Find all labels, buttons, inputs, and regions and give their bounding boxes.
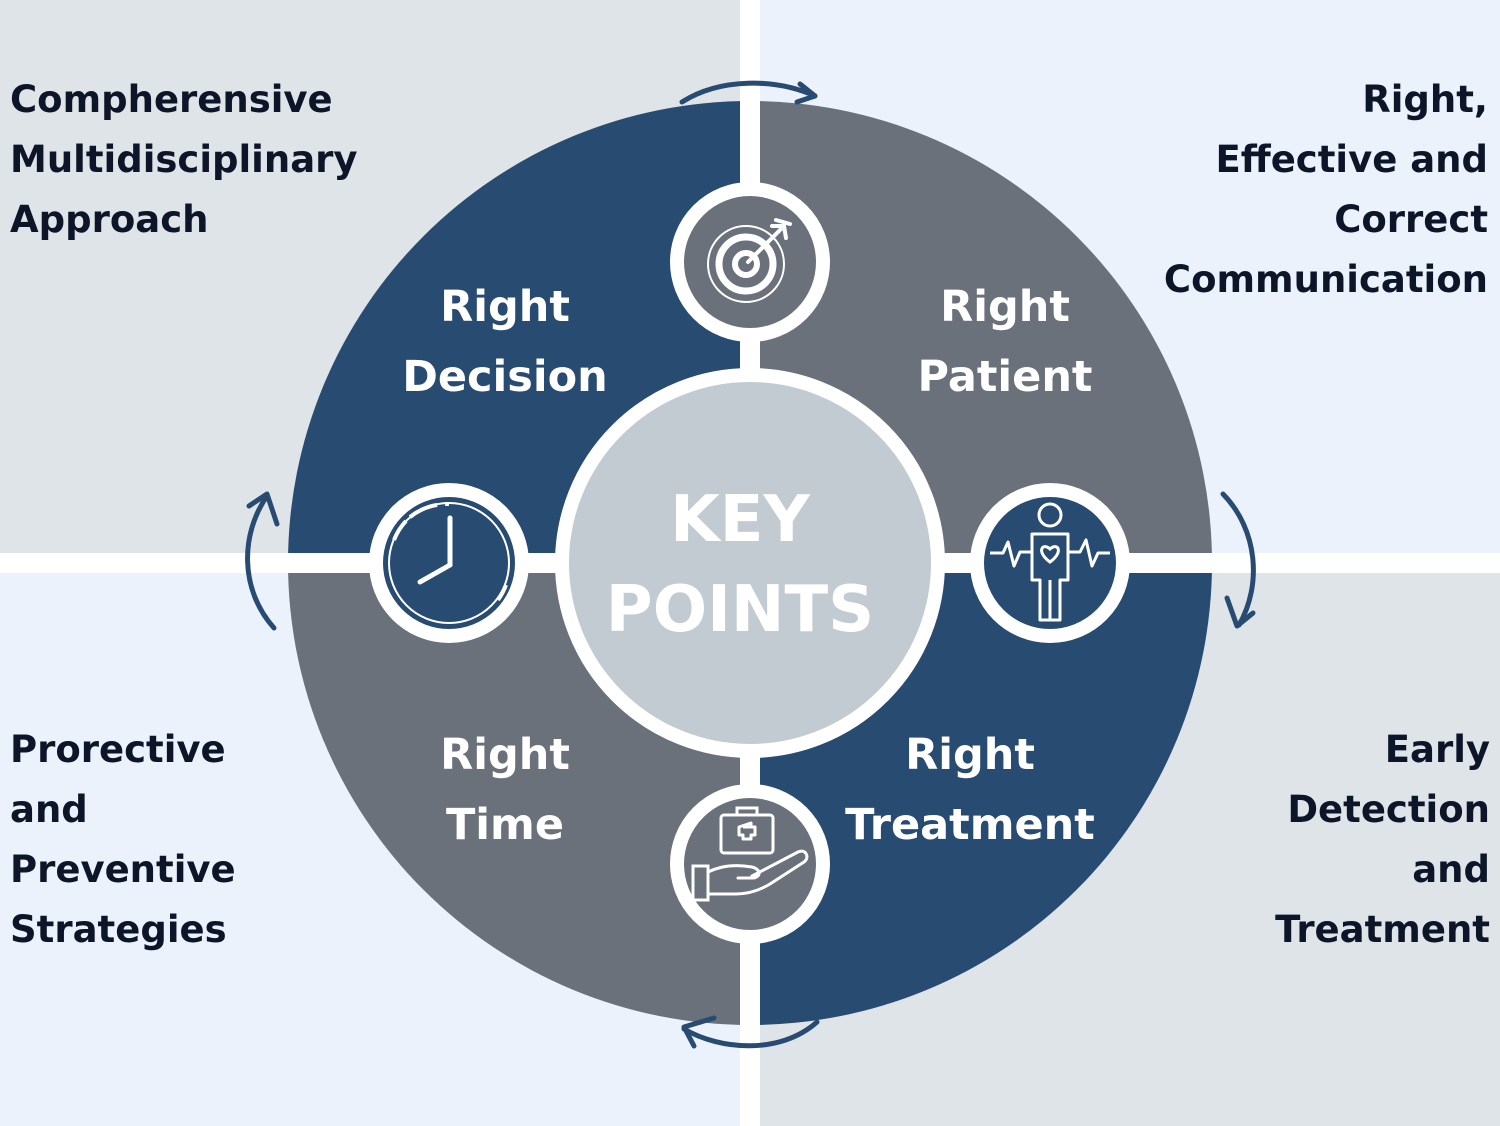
hand-medical-kit-icon [670, 784, 830, 944]
segment-label-time: Right Time [385, 720, 625, 860]
segment-label-line: Patient [917, 352, 1093, 402]
corner-line: and [10, 788, 88, 831]
corner-line: Communication [1163, 258, 1488, 301]
corner-line: Treatment [1275, 908, 1490, 951]
segment-label-line: Right [440, 282, 570, 332]
arrow-left [245, 491, 280, 631]
corner-line: Multidisciplinary [10, 138, 358, 181]
patient-heartbeat-icon [970, 483, 1130, 643]
corner-line: Compherensive [10, 78, 333, 121]
segment-label-line: Decision [402, 352, 608, 402]
segment-label-patient: Right Patient [885, 272, 1125, 412]
corner-line: Detection [1287, 788, 1490, 831]
corner-text-top-left: Compherensive Multidisciplinary Approach [10, 70, 358, 250]
segment-label-line: Right [905, 730, 1035, 780]
arrow-top [679, 80, 818, 105]
corner-text-bottom-left: Prorective and Preventive Strategies [10, 720, 236, 960]
center-title-line: KEY [670, 483, 810, 557]
segment-label-treatment: Right Treatment [830, 720, 1110, 860]
corner-line: Prorective [10, 728, 226, 771]
corner-text-top-right: Right, Effective and Correct Communicati… [1164, 70, 1488, 310]
corner-line: Approach [10, 198, 209, 241]
segment-label-line: Right [440, 730, 570, 780]
corner-line: and [1412, 848, 1490, 891]
segment-label-line: Time [445, 800, 565, 850]
segment-label-line: Right [940, 282, 1070, 332]
segment-label-line: Treatment [845, 800, 1095, 850]
corner-line: Correct [1334, 198, 1488, 241]
clock-icon [369, 483, 529, 643]
corner-line: Strategies [10, 908, 227, 951]
center-title: KEY POINTS [590, 475, 890, 655]
arrow-bottom [681, 1015, 820, 1049]
center-circle [555, 368, 945, 758]
segment-label-decision: Right Decision [385, 272, 625, 412]
corner-text-bottom-right: Early Detection and Treatment [1275, 720, 1490, 960]
corner-line: Right, [1362, 78, 1488, 121]
corner-line: Early [1384, 728, 1490, 771]
target-arrow-icon [670, 182, 830, 342]
arrow-right [1220, 491, 1256, 629]
corner-line: Effective and [1215, 138, 1488, 181]
corner-line: Preventive [10, 848, 236, 891]
center-title-line: POINTS [605, 573, 875, 647]
